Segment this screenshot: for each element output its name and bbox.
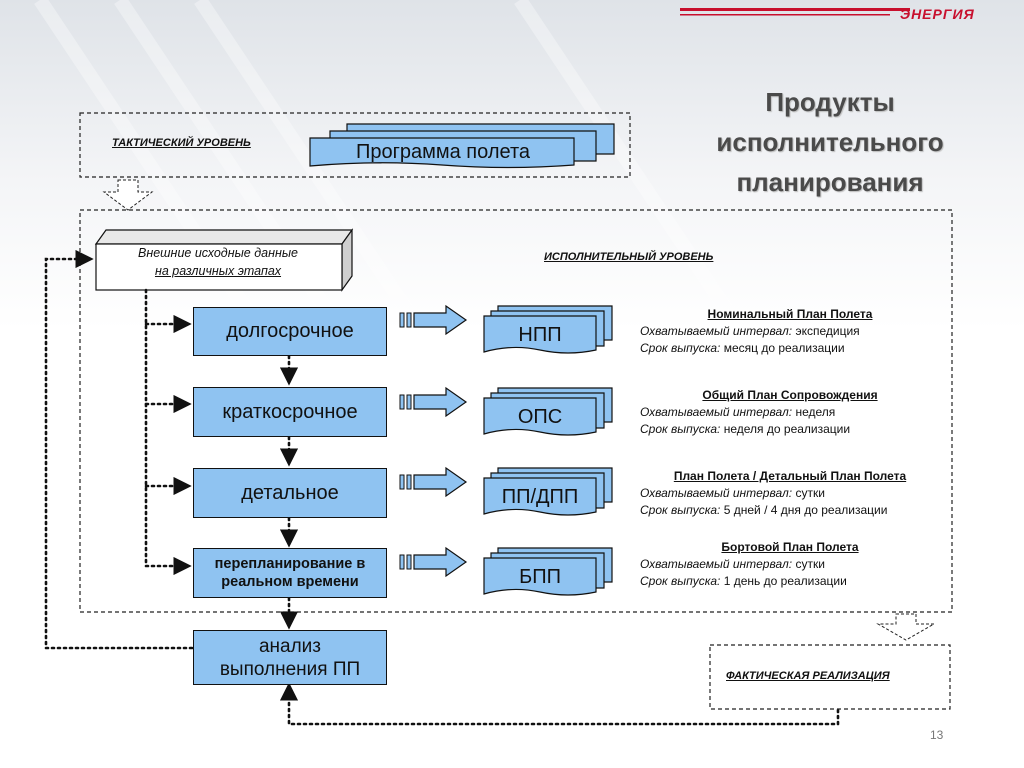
analysis-line-1: анализ	[258, 635, 322, 657]
realization-arrow	[876, 613, 936, 641]
logo-bar-thin	[680, 14, 890, 16]
description-ops-release: неделя до реализации	[723, 422, 851, 436]
input-box-line-1: Внешние исходные данные	[138, 246, 298, 260]
input-box: Внешние исходные данные на различных эта…	[100, 244, 336, 280]
description-npp-interval-label: Охватываемый интервал:	[640, 324, 793, 338]
description-bpp-interval-label: Охватываемый интервал:	[640, 557, 793, 571]
description-bpp-release-label: Срок выпуска:	[640, 574, 721, 588]
description-bpp-release: 1 день до реализации	[723, 574, 847, 588]
page-title-line-3: планирования	[736, 167, 924, 197]
executive-frame	[79, 209, 953, 613]
dotted-connectors	[44, 249, 840, 726]
stage-arrow-4	[399, 546, 468, 578]
actual-realization-label: ФАКТИЧЕСКАЯ РЕАЛИЗАЦИЯ	[726, 670, 890, 682]
stage-long-term: долгосрочное	[193, 307, 387, 356]
description-pp-dpp: План Полета / Детальный План Полета Охва…	[640, 468, 940, 519]
stage-arrow-1	[399, 304, 468, 336]
analysis-line-2: выполнения ПП	[219, 658, 361, 680]
description-ops-release-label: Срок выпуска:	[640, 422, 721, 436]
input-box-3d	[94, 228, 354, 292]
stage-arrow-2	[399, 386, 468, 418]
description-ops-interval-label: Охватываемый интервал:	[640, 405, 793, 419]
description-pp-dpp-title: План Полета / Детальный План Полета	[673, 469, 907, 483]
doc-stack-4	[483, 547, 613, 596]
doc-npp-label: НПП	[518, 323, 562, 346]
page-number: 13	[930, 728, 944, 742]
doc-stack-1	[483, 305, 613, 354]
description-bpp-interval: сутки	[795, 557, 825, 571]
logo-bar	[680, 8, 910, 11]
description-pp-dpp-release-label: Срок выпуска:	[640, 503, 721, 517]
stage-realtime-line-1: перепланирование в	[214, 556, 366, 572]
tactical-level-label: ТАКТИЧЕСКИЙ УРОВЕНЬ	[112, 137, 251, 149]
doc-stack-2	[483, 387, 613, 436]
actual-frame	[709, 644, 951, 710]
description-npp: Номинальный План Полета Охватываемый инт…	[640, 306, 940, 357]
page-title-line-2: исполнительного	[716, 127, 944, 157]
description-npp-interval: экспедиция	[795, 324, 860, 338]
energia-logo: ЭНЕРГИЯ	[900, 6, 975, 22]
description-pp-dpp-interval: сутки	[795, 486, 825, 500]
stage-arrow-3	[399, 466, 468, 498]
description-pp-dpp-interval-label: Охватываемый интервал:	[640, 486, 793, 500]
doc-bpp-label: БПП	[519, 565, 561, 588]
stage-detailed: детальное	[193, 468, 387, 518]
page-title: Продукты исполнительного планирования	[680, 82, 980, 202]
tactical-frame	[79, 112, 631, 178]
stage-detailed-label: детальное	[241, 481, 339, 504]
description-pp-dpp-release: 5 дней / 4 дня до реализации	[723, 503, 888, 517]
description-bpp-title: Бортовой План Полета	[721, 540, 859, 554]
doc-ops-label: ОПС	[517, 405, 563, 428]
description-ops-interval: неделя	[795, 405, 836, 419]
executive-level-label: ИСПОЛНИТЕЛЬНЫЙ УРОВЕНЬ	[544, 251, 714, 263]
description-ops: Общий План Сопровождения Охватываемый ин…	[640, 387, 940, 438]
description-npp-release: месяц до реализации	[723, 341, 845, 355]
stage-realtime-line-2: реальном времени	[221, 574, 359, 590]
stage-short-term-label: краткосрочное	[222, 400, 358, 423]
doc-stacks	[483, 305, 613, 596]
stage-realtime-replanning: перепланирование в реальном времени	[193, 548, 387, 598]
description-ops-title: Общий План Сопровождения	[702, 388, 878, 402]
program-doc-label: Программа полета	[355, 140, 531, 163]
stage-short-term: краткосрочное	[193, 387, 387, 437]
stage-long-term-label: долгосрочное	[226, 320, 354, 342]
page-title-line-1: Продукты	[765, 87, 895, 117]
input-box-line-2: на различных этапах	[154, 264, 282, 278]
level-arrow	[102, 179, 154, 211]
stage-arrows	[399, 304, 468, 578]
program-doc-stack	[309, 123, 615, 169]
description-bpp: Бортовой План Полета Охватываемый интерв…	[640, 539, 940, 590]
description-npp-title: Номинальный План Полета	[707, 307, 873, 321]
description-npp-release-label: Срок выпуска:	[640, 341, 721, 355]
doc-stack-3	[483, 467, 613, 516]
analysis-box: анализ выполнения ПП	[193, 630, 387, 685]
doc-pp-dpp-label: ПП/ДПП	[501, 485, 579, 508]
